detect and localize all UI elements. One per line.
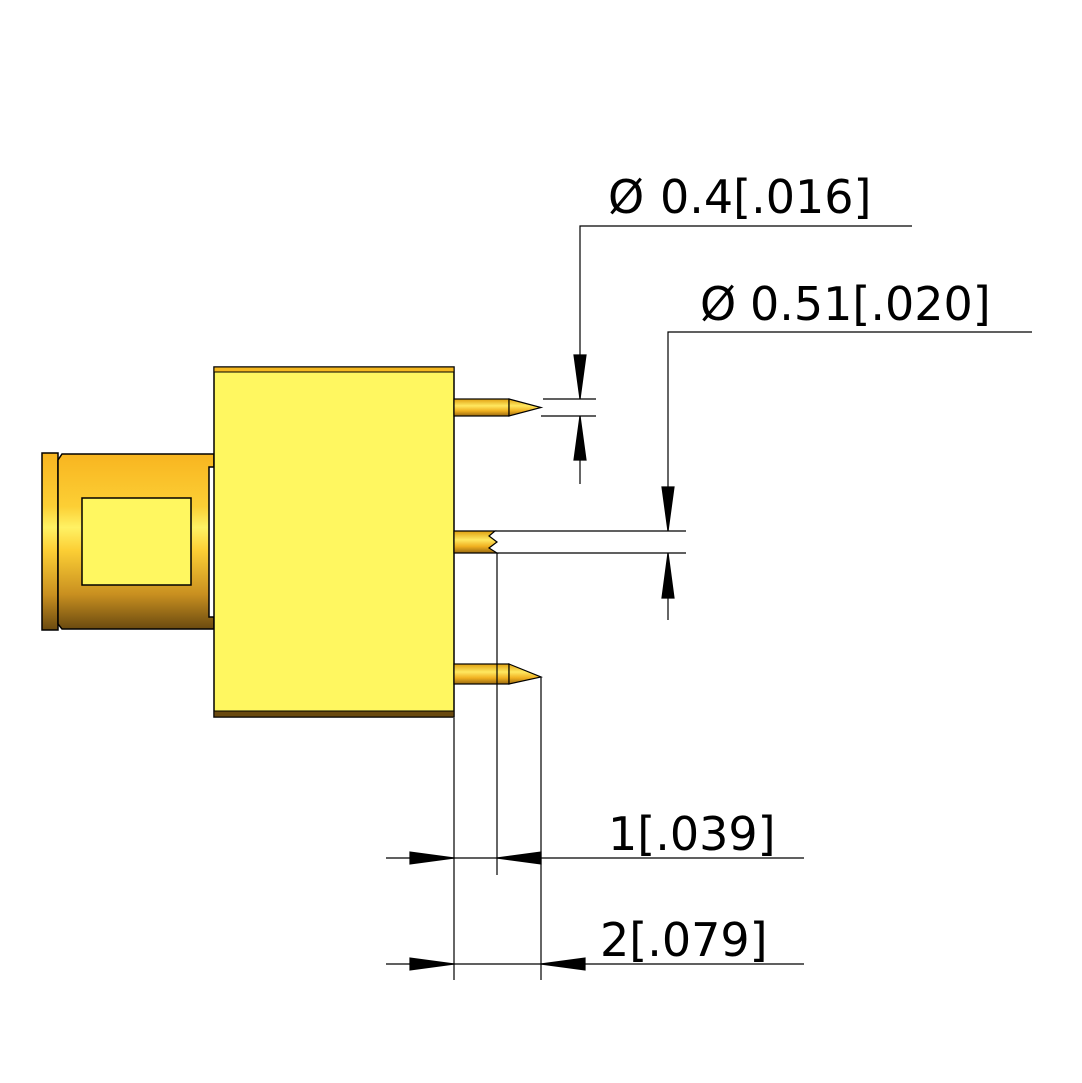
- diameter-symbol: Ø: [608, 170, 644, 224]
- pin-diameter-label: 0.4[.016]: [660, 170, 871, 224]
- dimension-center-pin-diameter: [495, 331, 1032, 620]
- dimension-pin-length: [386, 957, 804, 971]
- length-extension-lines: [453, 553, 542, 980]
- barrel-window: [81, 497, 192, 586]
- body-top-edge: [213, 366, 455, 373]
- top-pin: [453, 398, 544, 417]
- pin-length-label: 2[.079]: [600, 913, 768, 967]
- center-pin-length-label: 1[.039]: [608, 807, 776, 861]
- connector-body: [213, 366, 455, 718]
- bottom-pin: [453, 663, 544, 685]
- diameter-symbol: Ø: [700, 277, 736, 331]
- connector-flange: [41, 452, 59, 631]
- dimension-pin-diameter: [541, 225, 912, 484]
- dimension-center-pin-length: [386, 851, 804, 865]
- center-pin-diameter-label: 0.51[.020]: [750, 277, 991, 331]
- center-pin: [453, 530, 500, 554]
- body-bottom-edge: [213, 710, 455, 718]
